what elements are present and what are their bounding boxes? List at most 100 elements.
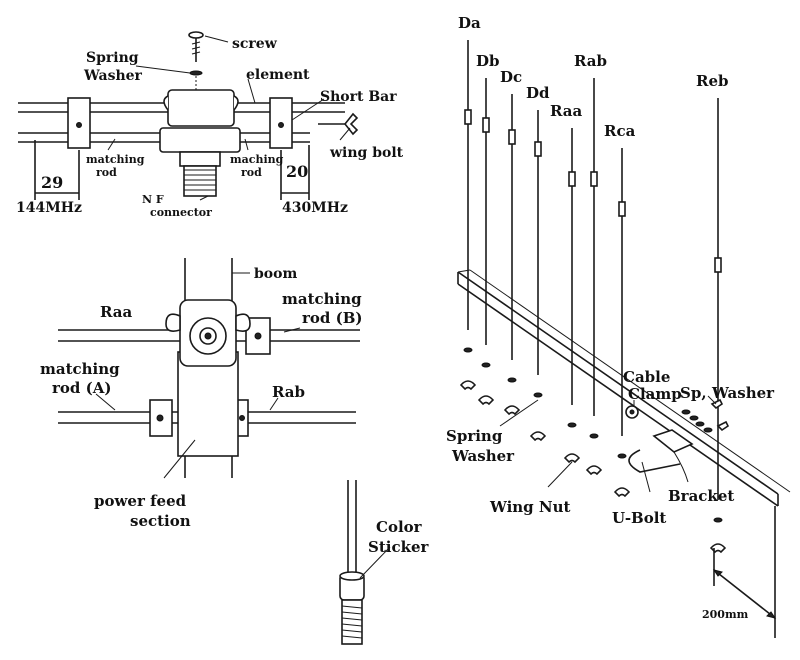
matching-rod-a-label-1: matching bbox=[40, 360, 120, 378]
top-matching-detail: screw Spring Washer element Short Bar wi… bbox=[16, 31, 404, 219]
wing-nut-icon bbox=[613, 487, 631, 498]
dim-200mm bbox=[712, 506, 777, 638]
cable-clamp-icon bbox=[625, 405, 639, 419]
element-label-db: Db bbox=[476, 52, 500, 70]
sp-washer-icons bbox=[681, 398, 730, 433]
spring-washer-label-1: Spring bbox=[86, 50, 139, 66]
wing-nut-label: Wing Nut bbox=[489, 498, 571, 516]
element-label-reb: Reb bbox=[696, 72, 729, 90]
matching-rod-b-label-2: rod (B) bbox=[302, 309, 363, 327]
wing-right bbox=[233, 95, 239, 111]
nf-connector-label-1: N F bbox=[142, 193, 164, 206]
element-reb: Reb bbox=[696, 72, 729, 554]
coil-base bbox=[341, 599, 363, 645]
freq-430-label: 430MHz bbox=[282, 200, 348, 216]
sp-washer-label-1: Sp, bbox=[680, 384, 707, 402]
element-fitting bbox=[714, 257, 722, 273]
element-dd: Dd bbox=[526, 84, 550, 442]
element-fitting bbox=[568, 171, 576, 187]
sp-washer-label-2: Washer bbox=[711, 384, 775, 402]
color-sticker-label-2: Sticker bbox=[368, 538, 430, 556]
element-label-rab: Rab bbox=[574, 52, 607, 70]
dim-144-value: 29 bbox=[41, 173, 63, 192]
color-sticker-detail: Color Sticker bbox=[339, 480, 430, 645]
element-label-rca: Rca bbox=[604, 122, 636, 140]
spring-washer-icon bbox=[567, 422, 577, 428]
spring-washer-icon bbox=[713, 517, 723, 523]
short-bar-left-screw bbox=[76, 122, 82, 128]
spring-washer-icon bbox=[507, 377, 517, 383]
matching-rod-b-label-1: matching bbox=[282, 290, 362, 308]
element-dc: Dc bbox=[500, 68, 522, 416]
element-raa: Raa bbox=[550, 102, 583, 464]
wing-nut-icon bbox=[709, 543, 727, 554]
feed-block bbox=[159, 127, 241, 153]
wing-nut-icon bbox=[563, 453, 581, 464]
rab-label: Rab bbox=[272, 383, 305, 401]
feed-connector-icon bbox=[165, 299, 251, 367]
connector-body bbox=[179, 151, 221, 167]
element-label-da: Da bbox=[458, 14, 481, 32]
spring-washer-icon bbox=[617, 453, 627, 459]
spring-washer-icon bbox=[463, 347, 473, 353]
element-label-dc: Dc bbox=[500, 68, 522, 86]
wing-nut-icon bbox=[459, 380, 477, 391]
spring-washer-label-2: Washer bbox=[83, 68, 143, 84]
wing-nut-icon bbox=[503, 405, 521, 416]
element-fitting bbox=[618, 201, 626, 217]
short-bar-right-screw bbox=[278, 122, 284, 128]
nf-connector-label-2: connector bbox=[150, 206, 212, 219]
wing-nut-icon bbox=[529, 431, 547, 442]
element-label-dd: Dd bbox=[526, 84, 550, 102]
element-rca: Rca bbox=[604, 122, 636, 498]
freq-144-label: 144MHz bbox=[16, 200, 82, 216]
bracket-label: Bracket bbox=[668, 487, 734, 505]
u-bolt-label: U-Bolt bbox=[612, 509, 666, 527]
matching-rod-a-label-2: rod (A) bbox=[52, 379, 111, 397]
screw-label: screw bbox=[232, 36, 278, 52]
power-feed-detail: boom Raa matching rod (B) matching rod (… bbox=[40, 258, 363, 530]
spring-washer-icon bbox=[589, 433, 599, 439]
u-bolt-icon bbox=[628, 449, 681, 493]
matching-rod-right-label-1: maching bbox=[230, 153, 284, 166]
short-bar-label: Short Bar bbox=[320, 89, 397, 105]
color-sticker-label-1: Color bbox=[376, 518, 423, 536]
power-feed-body bbox=[177, 351, 239, 457]
spring-washer-icon bbox=[481, 362, 491, 368]
element-db: Db bbox=[476, 52, 500, 406]
wing-bolt-label: wing bolt bbox=[329, 145, 404, 161]
element-fitting bbox=[464, 109, 472, 125]
wing-nut-icon bbox=[585, 465, 603, 476]
cable-clamp-label-2: Clamp bbox=[628, 385, 682, 403]
dim-430-value: 20 bbox=[286, 162, 308, 181]
power-feed-label-1: power feed bbox=[94, 492, 187, 510]
element-da: Da bbox=[458, 14, 481, 391]
screw-icon bbox=[188, 31, 204, 62]
center-clamp bbox=[167, 89, 235, 127]
bracket-icon bbox=[652, 429, 694, 483]
spring-washer-icon bbox=[533, 392, 543, 398]
wing-nut-icon bbox=[477, 395, 495, 406]
power-feed-label-2: section bbox=[130, 512, 191, 530]
matching-rod-right-label-2: rod bbox=[241, 166, 262, 179]
element-fitting bbox=[590, 171, 598, 187]
element-label: element bbox=[246, 67, 310, 83]
raa-label: Raa bbox=[100, 303, 133, 321]
cable-clamp-label-1: Cable bbox=[623, 368, 670, 386]
spring-washer-icon bbox=[189, 70, 203, 76]
wing-bolt-icon bbox=[318, 112, 359, 136]
spring-washer-label-2: Washer bbox=[451, 447, 515, 465]
element-fitting bbox=[534, 141, 542, 157]
element-label-raa: Raa bbox=[550, 102, 583, 120]
wing-left bbox=[163, 95, 169, 111]
element-fitting bbox=[508, 129, 516, 145]
element-rab: Rab bbox=[574, 52, 607, 476]
dim-200mm-label: 200mm bbox=[702, 608, 749, 621]
spring-washer-label-1: Spring bbox=[446, 427, 503, 445]
boom-label: boom bbox=[254, 266, 297, 282]
matching-rod-left-label-1: matching bbox=[86, 153, 145, 166]
element-fitting bbox=[482, 117, 490, 133]
